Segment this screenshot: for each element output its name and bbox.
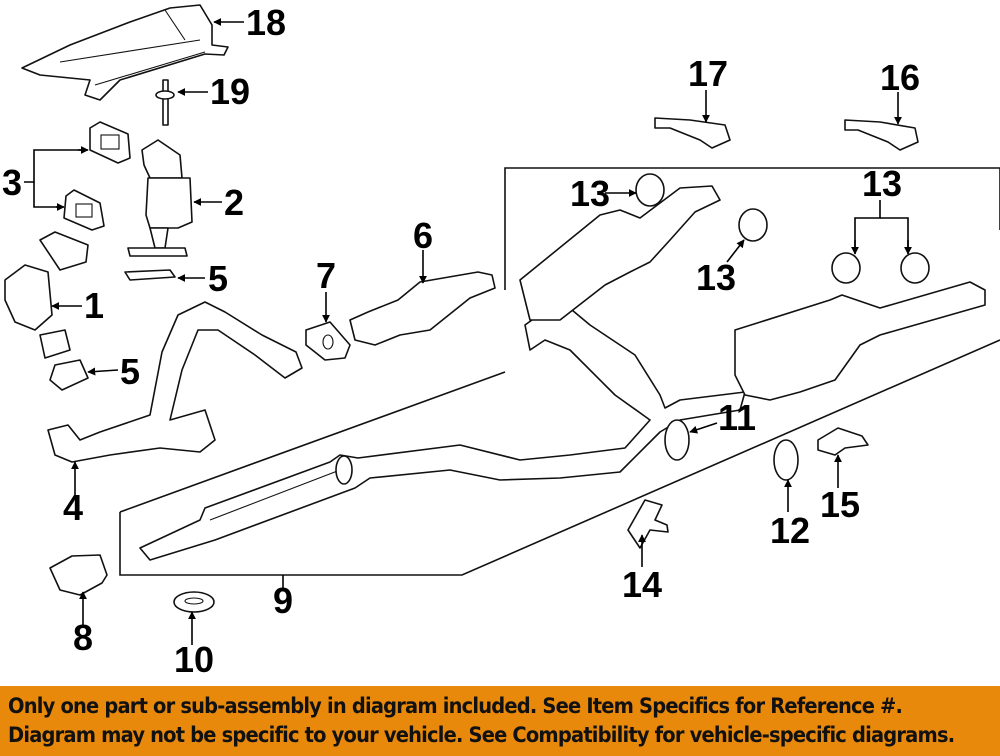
gasket-5-lower-part[interactable] bbox=[49, 359, 89, 391]
callout-12: 12 bbox=[770, 510, 810, 551]
callout-13-b: 13 bbox=[696, 257, 736, 298]
heat-shield-part[interactable] bbox=[21, 4, 229, 101]
intermediate-assembly-frame-top bbox=[119, 371, 506, 513]
rear-muffler-left-part[interactable] bbox=[519, 185, 721, 321]
muffler-hanger-part-2[interactable] bbox=[738, 208, 768, 242]
clamp-part[interactable] bbox=[49, 554, 108, 596]
hanger-insulator-11-part[interactable] bbox=[664, 419, 690, 461]
muffler-hanger-part-1[interactable] bbox=[635, 173, 665, 207]
callout-15: 15 bbox=[820, 484, 860, 525]
disclaimer-line-1: Only one part or sub-assembly in diagram… bbox=[8, 694, 903, 719]
callout-9: 9 bbox=[273, 580, 293, 621]
muffler-hanger-part-3[interactable] bbox=[831, 252, 861, 284]
disclaimer-banner: Only one part or sub-assembly in diagram… bbox=[0, 686, 1000, 756]
grommet-part[interactable] bbox=[173, 591, 215, 613]
callout-17: 17 bbox=[688, 53, 728, 94]
catalytic-converter-front-part[interactable] bbox=[4, 231, 89, 359]
callout-7: 7 bbox=[316, 255, 336, 296]
callout-18: 18 bbox=[246, 2, 286, 43]
hanger-bracket-17-part[interactable] bbox=[654, 117, 731, 149]
callout-8: 8 bbox=[73, 617, 93, 658]
gasket-5-upper-part[interactable] bbox=[124, 269, 176, 281]
exhaust-parts-diagram: 18 19 3 2 5 1 5 4 7 6 8 10 9 14 11 12 15… bbox=[2, 2, 1000, 680]
callout-16: 16 bbox=[880, 57, 920, 98]
hanger-insulator-12-part[interactable] bbox=[773, 439, 799, 481]
gasket-part-lower[interactable] bbox=[63, 189, 105, 231]
callout-3: 3 bbox=[2, 162, 22, 203]
rear-assembly-frame bbox=[504, 167, 1000, 290]
callout-5-lower: 5 bbox=[120, 351, 140, 392]
rear-muffler-right-part[interactable] bbox=[734, 281, 986, 401]
callout-13-c: 13 bbox=[862, 163, 902, 204]
leader-lines bbox=[24, 18, 912, 645]
front-pipe-part[interactable] bbox=[47, 301, 303, 463]
callout-1: 1 bbox=[84, 285, 104, 326]
callout-2: 2 bbox=[224, 182, 244, 223]
callout-4: 4 bbox=[63, 487, 83, 528]
callout-6: 6 bbox=[413, 215, 433, 256]
flange-gasket-part[interactable] bbox=[305, 321, 351, 361]
catalytic-converter-rear-part[interactable] bbox=[127, 139, 193, 257]
bracket-14-part[interactable] bbox=[627, 499, 669, 549]
stud-part[interactable] bbox=[155, 79, 175, 126]
gasket-part-upper[interactable] bbox=[89, 121, 131, 164]
intermediate-pipe-part[interactable] bbox=[139, 299, 746, 561]
disclaimer-line-2: Diagram may not be specific to your vehi… bbox=[8, 723, 955, 748]
callout-14: 14 bbox=[622, 564, 662, 605]
callout-19: 19 bbox=[210, 71, 250, 112]
muffler-hanger-part-4[interactable] bbox=[900, 252, 930, 284]
hanger-bracket-15-part[interactable] bbox=[817, 427, 869, 456]
converter-pipe-part[interactable] bbox=[349, 271, 496, 346]
callout-10: 10 bbox=[174, 639, 214, 680]
hanger-bracket-16-part[interactable] bbox=[844, 119, 919, 151]
callout-13-a: 13 bbox=[570, 173, 610, 214]
callout-5-upper: 5 bbox=[208, 258, 228, 299]
intermediate-assembly-frame bbox=[119, 339, 1000, 576]
callout-11: 11 bbox=[718, 397, 756, 438]
